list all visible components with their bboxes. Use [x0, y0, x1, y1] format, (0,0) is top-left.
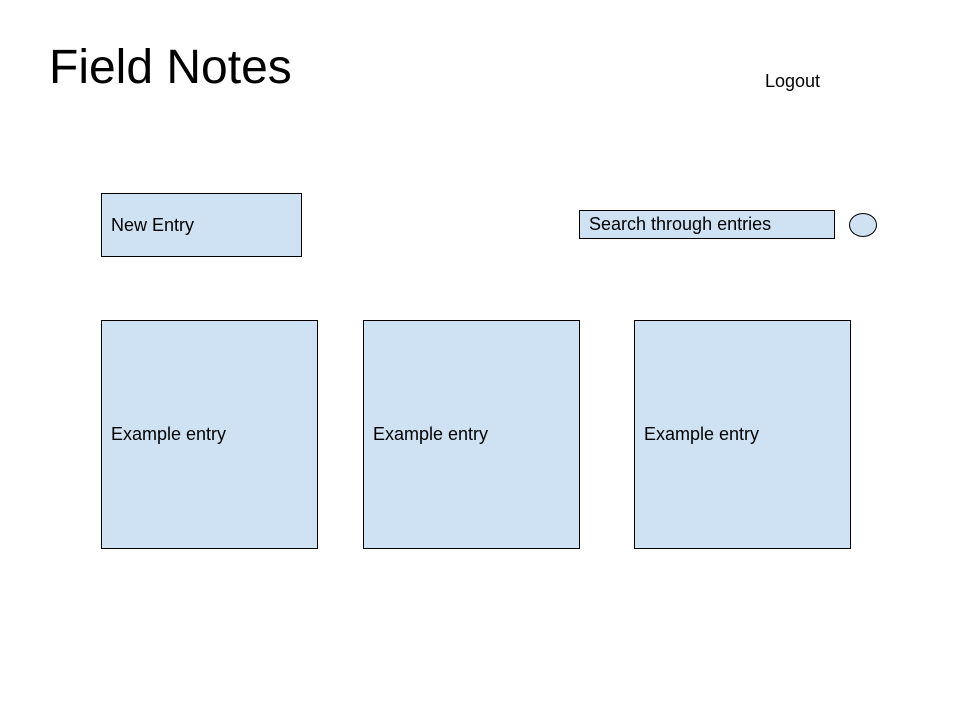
new-entry-label: New Entry: [111, 214, 195, 235]
entry-card[interactable]: Example entry: [634, 320, 851, 549]
app-title: Field Notes: [49, 41, 292, 94]
search-input[interactable]: Search through entries: [579, 210, 835, 239]
search-button[interactable]: [849, 213, 877, 237]
entry-card-label: Example entry: [644, 424, 760, 444]
entry-card-label: Example entry: [373, 424, 489, 444]
search-input-text: Search through entries: [589, 214, 772, 234]
entry-card[interactable]: Example entry: [363, 320, 580, 549]
entry-card-label: Example entry: [111, 424, 227, 444]
entry-card[interactable]: Example entry: [101, 320, 318, 549]
logout-link[interactable]: Logout: [765, 71, 821, 91]
new-entry-button[interactable]: New Entry: [101, 193, 302, 257]
